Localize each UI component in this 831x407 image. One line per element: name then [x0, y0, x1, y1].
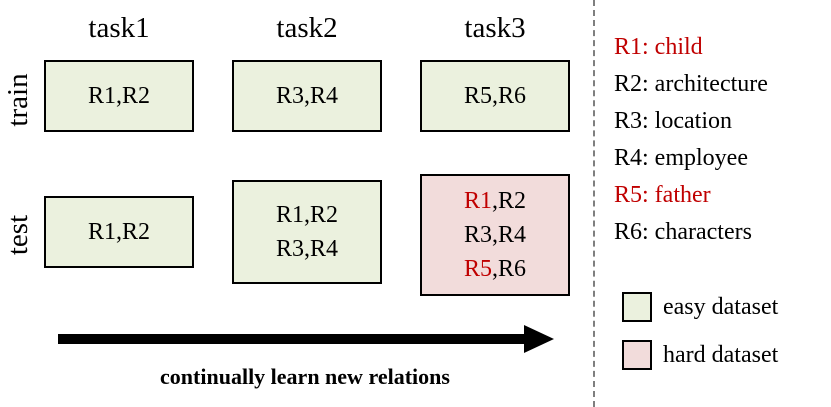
box-line: R1,R2 [88, 215, 150, 249]
progress-arrow-shaft [58, 334, 528, 344]
highlighted-relation: R5 [463, 256, 492, 282]
box-line: R1,R2 [88, 79, 150, 113]
box-line: R3,R4 [276, 79, 338, 113]
arrow-caption: continually learn new relations [160, 364, 450, 389]
row-label-train: train [2, 73, 34, 127]
relation-text: ,R6 [492, 256, 527, 282]
box-line: R3,R4 [276, 232, 338, 266]
relation-r1: R1: child [614, 34, 703, 60]
relation-r3: R3: location [614, 108, 732, 134]
hard-dataset-swatch [622, 340, 652, 370]
relation-r6: R6: characters [614, 219, 752, 245]
row-label-test: test [2, 214, 34, 256]
box-line: R3,R4 [464, 218, 526, 252]
relation-text: R3,R4 [275, 236, 338, 262]
relation-text: ,R2 [492, 188, 527, 214]
relation-r2: R2: architecture [614, 71, 768, 97]
box-line: R1,R2 [464, 184, 526, 218]
task3-header: task3 [464, 12, 526, 44]
relation-text: R1,R2 [87, 219, 150, 245]
hard-dataset-label: hard dataset [663, 342, 779, 368]
relation-r4: R4: employee [614, 145, 748, 171]
task1-header: task1 [88, 12, 150, 44]
dashed-divider [593, 0, 595, 407]
relation-r5: R5: father [614, 182, 711, 208]
box-line: R1,R2 [276, 198, 338, 232]
box-line: R5,R6 [464, 79, 526, 113]
highlighted-relation: R1 [463, 188, 492, 214]
relation-text: R3,R4 [463, 222, 526, 248]
test-box-task1: R1,R2 [44, 196, 194, 268]
train-box-task1: R1,R2 [44, 60, 194, 132]
relation-text: R1,R2 [275, 202, 338, 228]
easy-dataset-label: easy dataset [663, 294, 779, 320]
train-box-task2: R3,R4 [232, 60, 382, 132]
relation-text: R1,R2 [87, 83, 150, 109]
progress-arrow-head [524, 325, 554, 353]
relation-text: R5,R6 [463, 83, 526, 109]
relation-text: R3,R4 [275, 83, 338, 109]
box-line: R5,R6 [464, 252, 526, 286]
task2-header: task2 [276, 12, 338, 44]
train-box-task3: R5,R6 [420, 60, 570, 132]
easy-dataset-swatch [622, 292, 652, 322]
